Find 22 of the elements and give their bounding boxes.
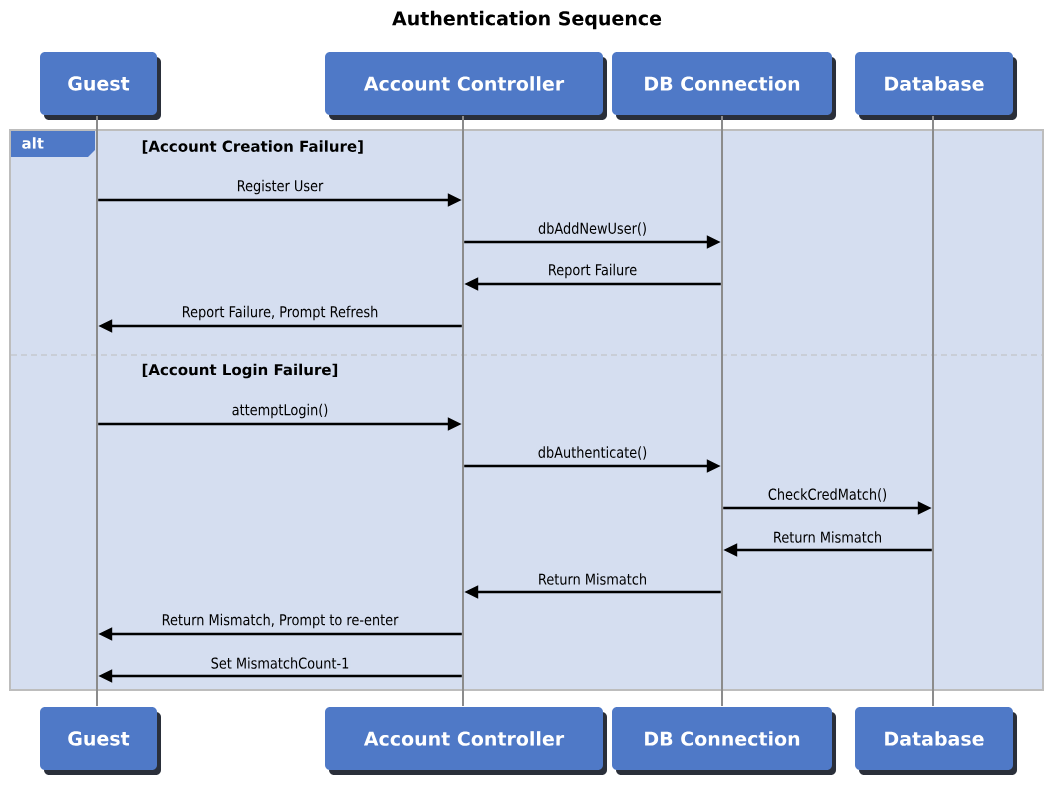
lifeline — [462, 116, 464, 706]
guard-label: [Account Creation Failure] — [142, 140, 363, 154]
title: Authentication Sequence — [392, 10, 662, 30]
participant-box: Database — [855, 707, 1017, 775]
edge-label: Set MismatchCount-1 — [209, 656, 351, 670]
edge-label: dbAddNewUser() — [537, 221, 648, 237]
lifeline — [96, 116, 98, 706]
edge-label: CheckCredMatch() — [766, 487, 889, 503]
guard-label: [Account Login Failure] — [142, 363, 338, 379]
lifeline — [721, 116, 723, 706]
participant-box: Guest — [40, 707, 161, 775]
edge-label: dbAuthenticate() — [536, 445, 649, 461]
participant-box: Account Controller — [325, 52, 607, 120]
participant-box: DB Connection — [612, 707, 836, 775]
lifeline — [932, 116, 934, 706]
participant-box: Account Controller — [325, 707, 607, 775]
participant-box: Database — [855, 52, 1017, 120]
edge-label: Return Mismatch — [536, 572, 649, 586]
participant-box: Guest — [40, 52, 161, 120]
edge-label: Return Mismatch — [771, 530, 884, 544]
participant-box: DB Connection — [612, 52, 836, 120]
frame-tab: alt — [11, 131, 95, 157]
